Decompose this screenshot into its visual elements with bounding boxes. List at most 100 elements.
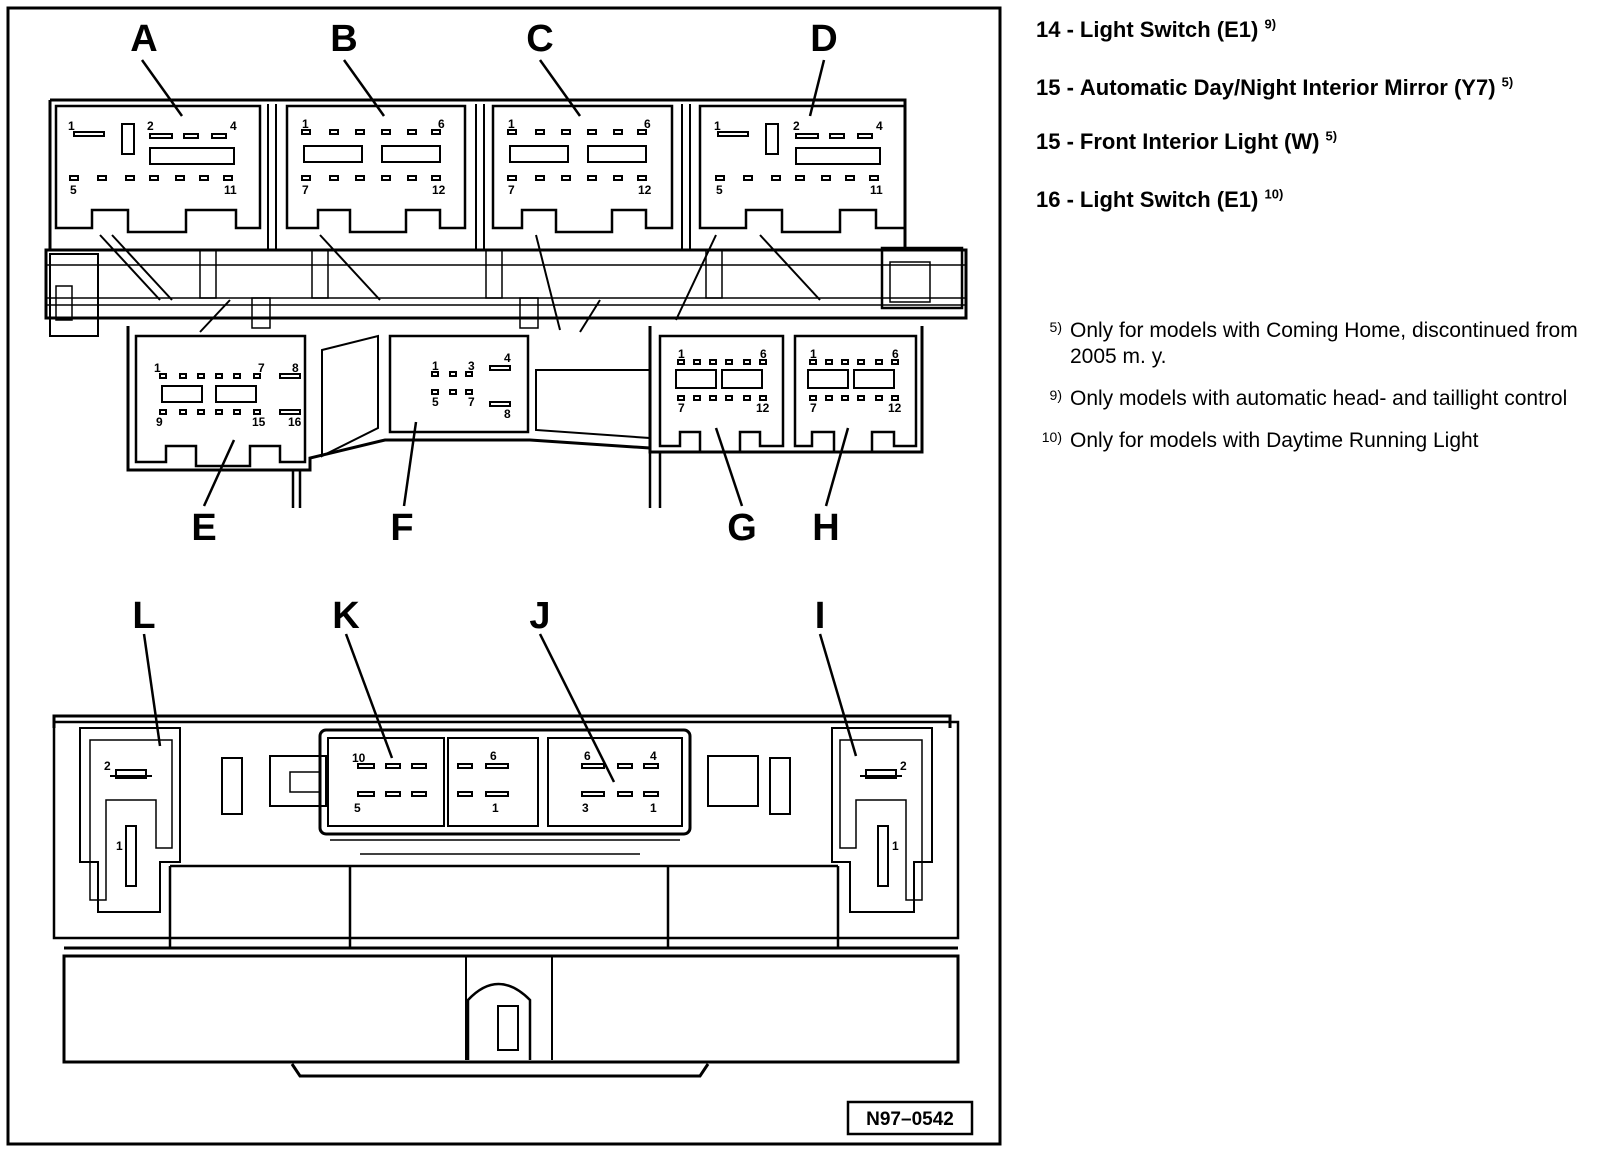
label-L: L (132, 595, 155, 637)
svg-text:1: 1 (650, 801, 657, 815)
legend-footnote-ref: 5) (1501, 74, 1514, 90)
svg-text:7: 7 (258, 361, 265, 375)
svg-text:1: 1 (892, 839, 899, 853)
svg-text:8: 8 (292, 361, 299, 375)
svg-text:2: 2 (104, 759, 111, 773)
svg-text:12: 12 (888, 401, 902, 415)
label-B: B (330, 18, 357, 60)
label-H: H (812, 507, 839, 549)
svg-text:16: 16 (288, 415, 302, 429)
legend-item: 16 - Light Switch (E1) 10) (1036, 188, 1592, 212)
footnote-text: Only for models with Daytime Running Lig… (1070, 429, 1479, 452)
diagram-frame (6, 6, 1002, 1146)
legend-number: 15 - (1036, 75, 1074, 100)
upper-pin-slots (69, 123, 899, 415)
footnotes: 5) Only for models with Coming Home, dis… (1036, 318, 1592, 470)
footnote-text: Only models with automatic head- and tai… (1070, 387, 1568, 410)
svg-text:4: 4 (650, 749, 657, 763)
svg-text:5: 5 (70, 183, 77, 197)
legend-number: 16 - (1036, 187, 1074, 212)
svg-text:1: 1 (116, 839, 123, 853)
svg-text:5: 5 (354, 801, 361, 815)
leader-lines-upper (140, 59, 850, 507)
svg-text:1: 1 (432, 359, 439, 373)
svg-text:12: 12 (432, 183, 446, 197)
legend-label: Front Interior Light (W) 5) (1079, 128, 1338, 154)
footnote-mark: 10) (1041, 429, 1062, 445)
legend-item: 15 - Front Interior Light (W) 5) (1036, 130, 1592, 154)
svg-text:5: 5 (432, 395, 439, 409)
svg-text:2: 2 (793, 119, 800, 133)
reference-code: N97–0542 (866, 1109, 954, 1130)
svg-text:11: 11 (224, 183, 237, 197)
leader-lines-lower (142, 633, 858, 783)
footnote-mark: 5) (1049, 319, 1062, 335)
footnote-text: Only for models with Coming Home, discon… (1070, 319, 1578, 368)
svg-text:7: 7 (678, 401, 685, 415)
svg-text:1: 1 (154, 361, 161, 375)
svg-text:1: 1 (68, 119, 75, 133)
component-legend: 14 - Light Switch (E1) 9) 15 - Automatic… (1036, 18, 1592, 246)
svg-text:4: 4 (230, 119, 237, 133)
svg-text:6: 6 (760, 347, 767, 361)
legend-item: 15 - Automatic Day/Night Interior Mirror… (1036, 76, 1592, 100)
svg-text:3: 3 (468, 359, 475, 373)
upper-connector-housing (44, 98, 968, 508)
svg-text:6: 6 (644, 117, 651, 131)
legend-label: Light Switch (E1) 9) (1079, 16, 1277, 42)
svg-text:6: 6 (584, 749, 591, 763)
legend-footnote-ref: 9) (1264, 16, 1277, 32)
svg-text:5: 5 (716, 183, 723, 197)
svg-text:10: 10 (352, 751, 366, 765)
svg-text:7: 7 (508, 183, 515, 197)
svg-text:12: 12 (756, 401, 770, 415)
lower-pin-numbers: 2 1 2 1 10 5 6 1 6 4 3 1 (104, 749, 907, 853)
svg-text:6: 6 (438, 117, 445, 131)
svg-text:1: 1 (714, 119, 721, 133)
label-A: A (130, 18, 157, 60)
label-E: E (191, 507, 216, 549)
svg-text:7: 7 (468, 395, 475, 409)
svg-text:6: 6 (892, 347, 899, 361)
svg-text:9: 9 (156, 415, 163, 429)
lower-pin-slots (357, 763, 659, 797)
label-D: D (810, 18, 837, 60)
reference-code-box (846, 1100, 974, 1136)
svg-text:1: 1 (508, 117, 515, 131)
label-K: K (332, 595, 360, 637)
svg-text:2: 2 (147, 119, 154, 133)
svg-text:1: 1 (302, 117, 309, 131)
svg-text:11: 11 (870, 183, 883, 197)
svg-text:7: 7 (810, 401, 817, 415)
svg-text:15: 15 (252, 415, 266, 429)
legend-label: Automatic Day/Night Interior Mirror (Y7)… (1079, 74, 1514, 100)
svg-text:1: 1 (678, 347, 685, 361)
label-I: I (815, 595, 826, 637)
svg-text:1: 1 (810, 347, 817, 361)
svg-text:1: 1 (492, 801, 499, 815)
svg-text:6: 6 (490, 749, 497, 763)
legend-item: 14 - Light Switch (E1) 9) (1036, 18, 1592, 42)
label-C: C (526, 18, 553, 60)
footnote: 5) Only for models with Coming Home, dis… (1036, 318, 1592, 370)
svg-text:8: 8 (504, 407, 511, 421)
svg-text:4: 4 (876, 119, 883, 133)
svg-text:2: 2 (900, 759, 907, 773)
svg-text:7: 7 (302, 183, 309, 197)
legend-number: 15 - (1036, 129, 1074, 154)
label-F: F (390, 507, 413, 549)
svg-text:12: 12 (638, 183, 652, 197)
footnote-mark: 9) (1049, 387, 1062, 403)
legend-number: 14 - (1036, 17, 1074, 42)
svg-text:3: 3 (582, 801, 589, 815)
lower-connector-housing (52, 714, 960, 1078)
legend-footnote-ref: 10) (1264, 186, 1284, 202)
label-J: J (529, 595, 550, 637)
footnote: 9) Only models with automatic head- and … (1036, 386, 1592, 412)
footnote: 10) Only for models with Daytime Running… (1036, 428, 1592, 454)
connector-diagram: 124 511 16 712 16 712 124 511 178 91516 … (6, 6, 1002, 1146)
label-G: G (727, 507, 757, 549)
svg-text:4: 4 (504, 351, 511, 365)
legend-label: Light Switch (E1) 10) (1079, 186, 1284, 212)
